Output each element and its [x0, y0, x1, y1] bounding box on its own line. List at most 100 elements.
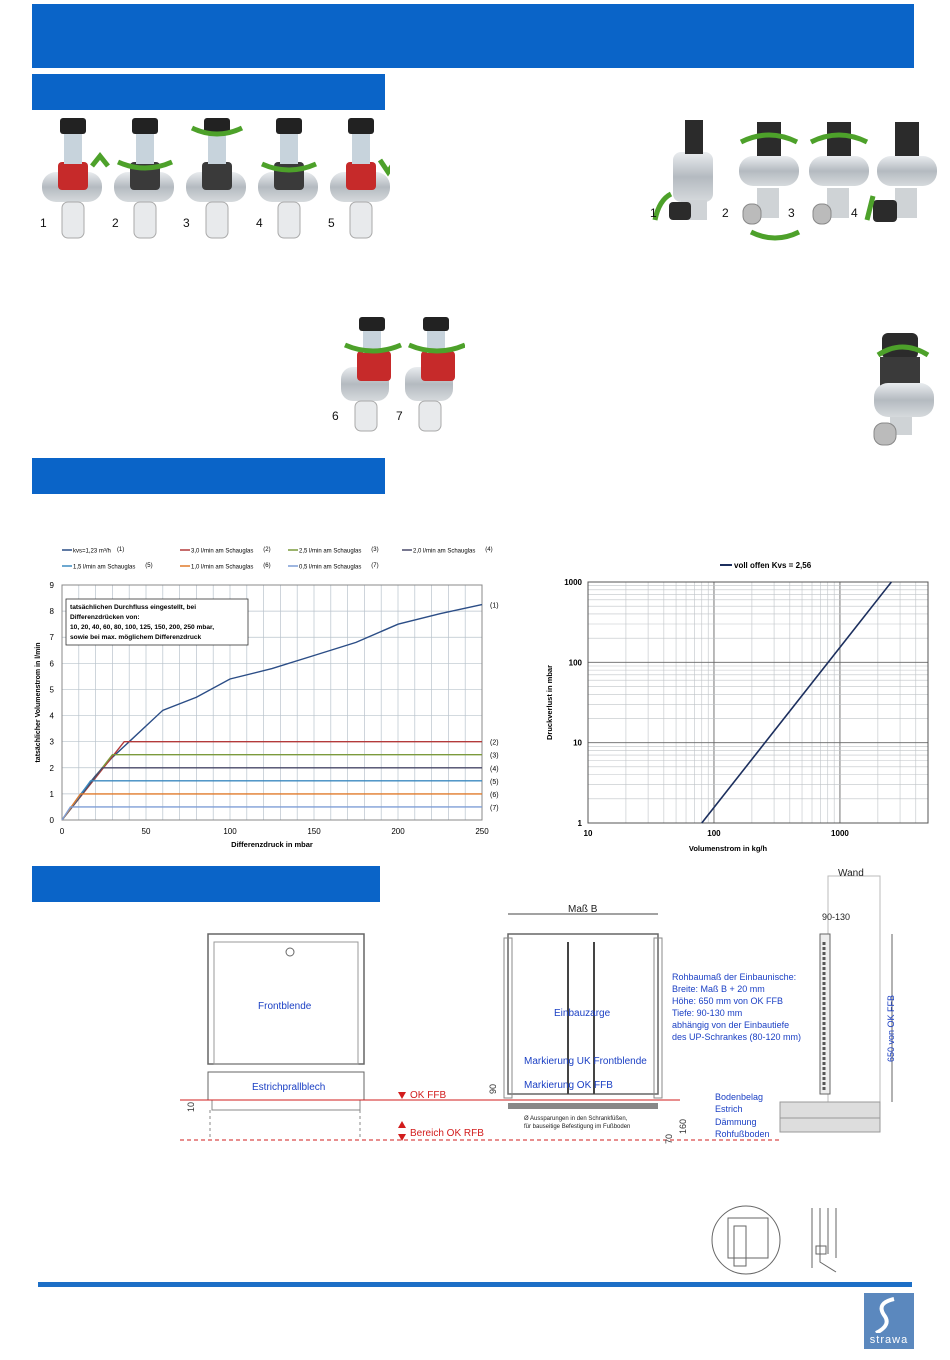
- legend-label: 2,0 l/min am Schauglas: [413, 549, 475, 555]
- legend-tag: (4): [485, 547, 492, 553]
- legend-tag: (3): [371, 547, 378, 553]
- series-tag: (5): [490, 779, 499, 786]
- legend-tag: (1): [117, 547, 124, 553]
- logo-text: strawa: [869, 1334, 909, 1346]
- x-tick-label: 100: [707, 829, 721, 838]
- legend-tag: (5): [145, 563, 152, 569]
- wand-label: Wand: [838, 868, 864, 879]
- y-tick-label: 100: [569, 658, 583, 667]
- mounting-frame-view: [503, 913, 663, 1109]
- valve-2-icon: [114, 118, 174, 239]
- layer-label: Dämmung: [715, 1117, 757, 1127]
- valve-label: 2: [722, 206, 729, 220]
- plot-frame: [587, 581, 929, 824]
- dim-depth: 90-130: [822, 912, 850, 922]
- valve-b-icon: [739, 122, 801, 241]
- rohbau-line: des UP-Schrankes (80-120 mm): [672, 1032, 801, 1042]
- layer-label: Bodenbelag: [715, 1092, 763, 1102]
- valve-d-icon: [864, 122, 937, 222]
- legend-tag: (7): [371, 563, 378, 569]
- x-tick-label: 150: [307, 827, 321, 836]
- cabinet-front-view: [180, 933, 780, 1141]
- section-bar-diagrams: [32, 458, 385, 494]
- legend-tag: (6): [263, 563, 270, 569]
- einbauzarge-label: Einbauzarge: [554, 1008, 611, 1019]
- valve-label: 6: [332, 409, 339, 423]
- x-tick-label: 0: [60, 827, 65, 836]
- valve-label: 5: [328, 216, 335, 230]
- ok-ffb-label: OK FFB: [410, 1090, 446, 1101]
- layer-label: Estrich: [715, 1104, 743, 1114]
- annotation-box: [65, 598, 249, 646]
- layer-labels: Bodenbelag Estrich Dämmung Rohfußboden: [715, 1092, 770, 1139]
- x-tick-label: 250: [475, 827, 489, 836]
- y-tick-label: 1000: [564, 578, 582, 587]
- x-axis-label: Differenzdruck in mbar: [231, 840, 313, 849]
- rohbau-line: Tiefe: 90-130 mm: [672, 1008, 742, 1018]
- valve-7-icon: [405, 317, 465, 432]
- legend-label: 0,5 l/min am Schauglas: [299, 565, 361, 571]
- strawa-logo: strawa: [864, 1293, 914, 1349]
- legend-label: kvs=1,23 m³/h: [73, 549, 111, 555]
- valve-6-icon: [341, 317, 402, 432]
- rohbau-line: Breite: Maß B + 20 mm: [672, 984, 765, 994]
- y-axis-label: Druckverlust in mbar: [545, 665, 554, 740]
- series-tag: (6): [490, 792, 499, 799]
- section-bar-valves: [32, 74, 385, 110]
- series-line: [701, 581, 893, 824]
- series-line: [61, 754, 482, 821]
- detail-sketches: [711, 1205, 837, 1275]
- x-tick-label: 50: [142, 827, 151, 836]
- y-tick-label: 6: [50, 659, 55, 668]
- series-tag: (7): [490, 805, 499, 812]
- y-tick-label: 5: [50, 685, 55, 694]
- valve-1-icon: [42, 118, 110, 239]
- detail-circle-icon: [711, 1205, 781, 1275]
- y-tick-label: 1: [578, 819, 583, 828]
- wall-section-view: [779, 875, 893, 1133]
- dim-70: 70: [664, 1134, 674, 1144]
- annotation-line: tatsächlichen Durchfluss eingestellt, be…: [70, 604, 196, 611]
- frontblende-label: Frontblende: [258, 1001, 312, 1012]
- y-tick-label: 9: [50, 581, 55, 590]
- header-banner: [32, 4, 914, 68]
- series-tag: (4): [490, 766, 499, 773]
- valve-label: 7: [396, 409, 403, 423]
- note-2: für bauseitige Befestigung im Fußboden: [524, 1124, 630, 1130]
- section-bar-dimensions: [32, 866, 380, 902]
- rohbau-line: abhängig von der Einbautiefe: [672, 1020, 789, 1030]
- dim-160: 160: [678, 1119, 688, 1134]
- rohbau-line: Rohbaumaß der Einbaunische:: [672, 972, 796, 982]
- annotation-line: sowie bei max. möglichem Differenzdruck: [70, 634, 202, 641]
- valve-label: 3: [788, 206, 795, 220]
- y-axis-label: tatsächlicher Volumenstrom in l/min: [35, 642, 42, 762]
- x-tick-label: 10: [584, 829, 593, 838]
- valve-a-icon: [652, 120, 713, 221]
- valve-5-icon: [330, 118, 390, 239]
- valve-c-icon: [809, 122, 869, 225]
- y-tick-label: 1: [50, 790, 55, 799]
- x-tick-label: 200: [391, 827, 405, 836]
- legend-label: 2,5 l/min am Schauglas: [299, 549, 361, 555]
- y-tick-label: 10: [573, 739, 582, 748]
- ok-ffb-marker-icon: [398, 1092, 406, 1099]
- x-tick-label: 1000: [831, 829, 849, 838]
- y-tick-label: 8: [50, 607, 55, 616]
- series-line: [61, 780, 482, 821]
- bereich-marker-icon: [398, 1134, 406, 1141]
- rohbau-line: Höhe: 650 mm von OK FFB: [672, 996, 783, 1006]
- valve-open-icon: [873, 333, 934, 446]
- legend-label: voll offen Kvs = 2,56: [734, 561, 812, 570]
- installation-drawing: Frontblende Estrichprallblech OK FFB Ber…: [180, 868, 896, 1144]
- y-tick-label: 4: [50, 712, 55, 721]
- valve-3-icon: [186, 118, 246, 239]
- y-tick-label: 0: [50, 816, 55, 825]
- annotation-line: 10, 20, 40, 60, 80, 100, 125, 150, 200, …: [70, 624, 214, 631]
- mark-uk-label: Markierung UK Frontblende: [524, 1056, 647, 1067]
- series-tag: (3): [490, 753, 499, 760]
- mass-b-label: Maß B: [568, 904, 598, 915]
- annotation-line: Differenzdrücken von:: [70, 614, 140, 621]
- bereich-label: Bereich OK RFB: [410, 1128, 484, 1139]
